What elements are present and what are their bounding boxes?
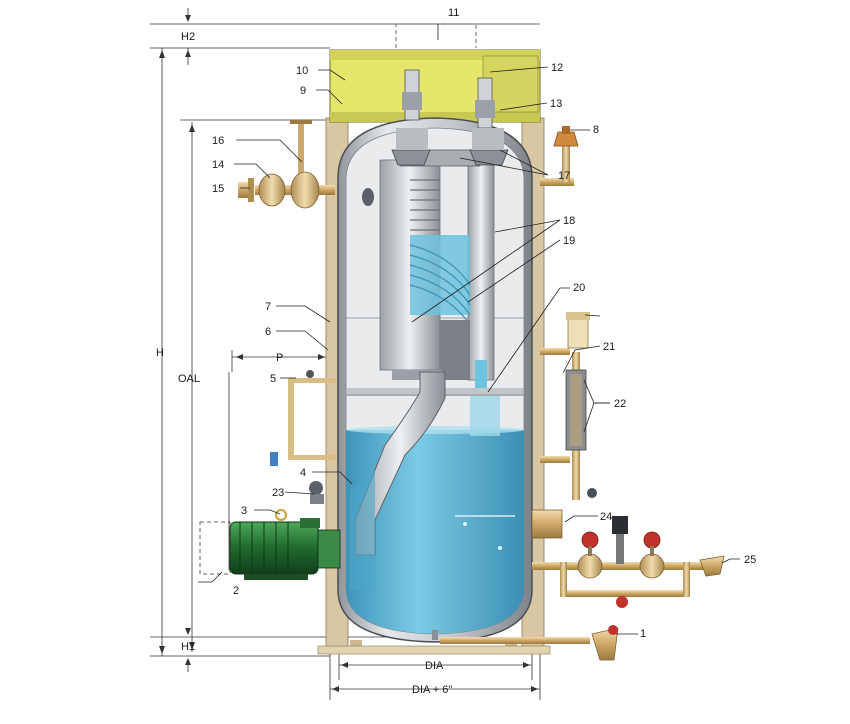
callout-3: 3 xyxy=(241,505,247,517)
callout-1: 1 xyxy=(640,628,646,640)
dimension-arrowheads xyxy=(159,15,538,692)
callout-16: 16 xyxy=(212,135,224,147)
callout-17: 17 xyxy=(558,170,570,182)
dimension-labels: H2 H OAL H1 P DIA DIA + 6" xyxy=(156,31,452,696)
dim-h-label: H xyxy=(156,347,164,359)
dim-oal-label: OAL xyxy=(178,373,200,385)
callout-11: 11 xyxy=(448,7,459,19)
callout-5: 5 xyxy=(270,373,276,385)
dim-dia-plus-label: DIA + 6" xyxy=(412,684,452,696)
leader-lines xyxy=(198,24,740,635)
callout-25: 25 xyxy=(744,554,756,566)
burner-fittings xyxy=(391,69,509,166)
dim-p-label: P xyxy=(276,352,283,364)
lid-dashed-outline xyxy=(395,23,477,48)
callout-18: 18 xyxy=(563,215,575,227)
callout-21: 21 xyxy=(603,341,615,353)
top-enclosure xyxy=(329,49,541,123)
callout-7: 7 xyxy=(265,301,271,313)
dimension-lines xyxy=(150,8,541,700)
right-fittings xyxy=(440,126,725,661)
dim-h2-label: H2 xyxy=(181,31,195,43)
dim-dia-label: DIA xyxy=(425,660,444,672)
callout-labels: 1 2 3 4 5 6 7 8 9 10 11 12 13 14 15 16 1… xyxy=(212,7,756,640)
dim-h1-label: H1 xyxy=(181,641,195,653)
callout-22: 22 xyxy=(614,398,626,410)
downcomer-pipe xyxy=(350,371,446,590)
callout-8: 8 xyxy=(593,124,599,136)
callout-20: 20 xyxy=(573,282,585,294)
callout-13: 13 xyxy=(550,98,562,110)
callout-15: 15 xyxy=(212,183,224,195)
callout-10: 10 xyxy=(296,65,308,77)
left-piping xyxy=(238,120,336,504)
callout-12: 12 xyxy=(551,62,563,74)
callout-9: 9 xyxy=(300,85,306,97)
callout-2: 2 xyxy=(233,585,239,597)
callout-23: 23 xyxy=(272,487,284,499)
callout-4: 4 xyxy=(300,467,306,479)
callout-6: 6 xyxy=(265,326,271,338)
callout-24: 24 xyxy=(600,511,612,523)
pump-motor xyxy=(199,509,341,580)
callout-19: 19 xyxy=(563,235,575,247)
callout-14: 14 xyxy=(212,159,224,171)
